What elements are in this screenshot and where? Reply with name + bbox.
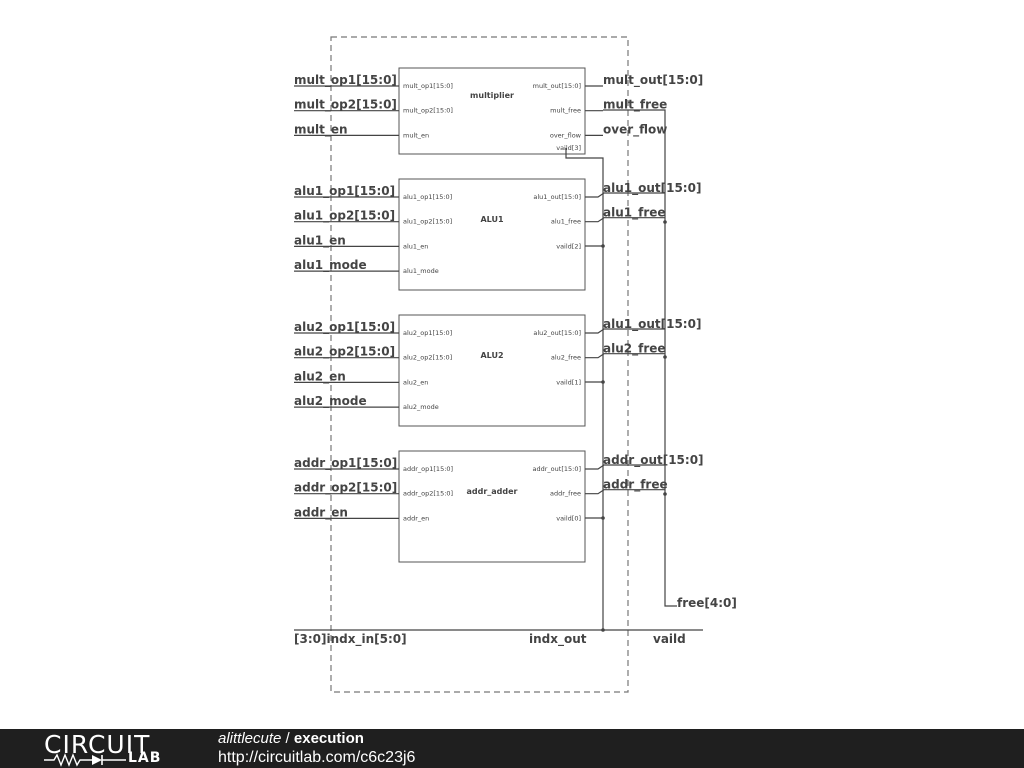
pin-label: alu1_en [403, 242, 428, 250]
module-boundary [330, 36, 629, 693]
block-addr-adder[interactable] [398, 450, 586, 563]
output-wire [585, 464, 665, 470]
input-label: mult_op1[15:0] [294, 73, 397, 88]
pin-label: mult_out[15:0] [533, 82, 581, 90]
valid-bus-wire [565, 148, 604, 630]
block-multiplier[interactable] [398, 67, 586, 155]
input-label: alu1_op2[15:0] [294, 209, 395, 224]
free-bus-label: free[4:0] [677, 596, 737, 610]
schematic-canvas: multipliermult_op1[15:0]mult_op2[15:0]mu… [294, 36, 737, 693]
project-link[interactable]: execution [293, 730, 364, 747]
pin-label: alu2_mode [403, 403, 439, 411]
input-label: alu2_mode [294, 394, 367, 409]
index-in-label: [3:0]indx_in[5:0] [294, 632, 407, 647]
pin-label: alu2_op2[15:0] [403, 354, 452, 362]
input-label: alu1_op1[15:0] [294, 184, 395, 199]
junction-dot [663, 492, 667, 496]
pin-label: alu2_op1[15:0] [403, 329, 452, 337]
output-label: alu1_out[15:0] [603, 181, 701, 196]
index-out-label: indx_out [529, 632, 587, 647]
block-name: multiplier [470, 91, 514, 100]
project-path: alittlecute / execution [218, 730, 364, 747]
input-label: alu2_op1[15:0] [294, 320, 395, 335]
project-url[interactable]: http://circuitlab.com/c6c23j6 [218, 749, 416, 766]
path-separator: / [281, 730, 294, 747]
junction-dot [663, 355, 667, 359]
footer-bar: CIRCUIT LAB alittlecute / execution http… [0, 729, 1024, 768]
pin-label: mult_free [550, 107, 581, 115]
block-name: ALU1 [480, 215, 504, 224]
block-name: addr_adder [466, 487, 517, 496]
pin-label: mult_op2[15:0] [403, 107, 453, 115]
junction-dot [601, 516, 605, 520]
pin-label: alu2_en [403, 378, 428, 386]
pin-label: mult_en [403, 131, 429, 139]
output-wire [585, 217, 665, 223]
pin-label: alu1_free [551, 218, 581, 226]
output-wire [585, 353, 665, 359]
input-label: addr_op1[15:0] [294, 456, 397, 471]
block-alu2[interactable] [398, 314, 586, 427]
resistor-diode-icon [44, 753, 126, 767]
junction-dot [601, 380, 605, 384]
output-wire [585, 192, 665, 198]
input-label: addr_op2[15:0] [294, 481, 397, 496]
pin-label: alu1_mode [403, 267, 439, 275]
input-label: alu2_en [294, 369, 346, 384]
circuitlab-logo-lab: LAB [128, 750, 162, 766]
pin-label: alu1_op1[15:0] [403, 193, 452, 201]
pin-label: addr_free [550, 490, 581, 498]
output-label: addr_free [603, 478, 668, 493]
output-wire [585, 489, 665, 495]
pin-label: addr_out[15:0] [533, 465, 581, 473]
pin-label: vaild[0] [556, 514, 581, 522]
output-label: mult_free [603, 98, 667, 113]
junction-dot [663, 220, 667, 224]
output-label: addr_out[15:0] [603, 453, 704, 468]
input-label: mult_op2[15:0] [294, 98, 397, 113]
block-alu1[interactable] [398, 178, 586, 291]
pin-label: over_flow [550, 131, 582, 139]
pin-label: vaild[1] [556, 378, 581, 386]
user-link[interactable]: alittlecute [218, 730, 282, 747]
output-label: alu1_free [603, 206, 666, 221]
pin-label: addr_op1[15:0] [403, 465, 453, 473]
input-label: alu2_op2[15:0] [294, 345, 395, 360]
output-label: mult_out[15:0] [603, 73, 703, 88]
pin-label: mult_op1[15:0] [403, 82, 453, 90]
pin-label: alu2_free [551, 354, 581, 362]
pin-label: alu1_out[15:0] [533, 193, 581, 201]
pin-label: addr_op2[15:0] [403, 490, 453, 498]
pin-label: vaild[2] [556, 242, 581, 250]
pin-label: alu2_out[15:0] [533, 329, 581, 337]
junction-dot [601, 244, 605, 248]
input-label: mult_en [294, 122, 348, 137]
output-label: alu2_free [603, 342, 666, 357]
pin-label: vaild[3] [556, 144, 581, 152]
block-name: ALU2 [480, 351, 503, 360]
output-label: over_flow [603, 122, 667, 137]
input-label: addr_en [294, 505, 348, 520]
circuitlab-logo-text[interactable]: CIRCUIT [44, 730, 151, 759]
valid-label: vaild [653, 632, 686, 646]
input-label: alu1_mode [294, 258, 367, 273]
pin-label: addr_en [403, 514, 429, 522]
input-label: alu1_en [294, 233, 346, 248]
output-label: alu1_out[15:0] [603, 317, 701, 332]
output-wire [585, 328, 665, 334]
pin-label: alu1_op2[15:0] [403, 218, 452, 226]
